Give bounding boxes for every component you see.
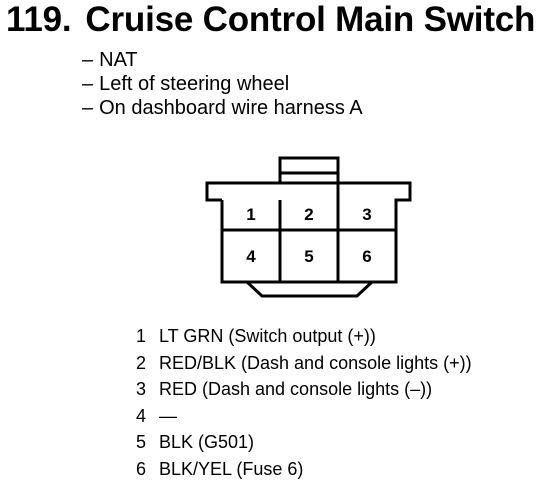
cavity-label: 2	[304, 205, 313, 224]
pin-description: —	[159, 405, 177, 426]
pin-description: LT GRN (Switch output (+))	[159, 326, 376, 346]
cavity-label: 4	[246, 247, 256, 266]
pin-row: 6 BLK/YEL (Fuse 6)	[136, 456, 472, 483]
note-text: On dashboard wire harness A	[99, 97, 363, 119]
location-notes: –NAT –Left of steering wheel –On dashboa…	[82, 48, 363, 120]
component-name: Cruise Control Main Switch	[85, 0, 536, 39]
note-item: –On dashboard wire harness A	[82, 97, 363, 119]
pin-number: 3	[136, 379, 147, 399]
note-item: –Left of steering wheel	[82, 73, 290, 95]
note-item: –NAT	[82, 49, 138, 71]
connector-bottom-key	[245, 280, 374, 298]
connector-lock-tab	[278, 156, 340, 185]
pin-row: 1 LT GRN (Switch output (+))	[136, 323, 472, 350]
pin-number: 6	[136, 458, 147, 479]
pin-row: 5 BLK (G501)	[136, 429, 472, 456]
pin-number: 1	[136, 326, 147, 346]
pin-number: 5	[136, 432, 147, 452]
note-text: NAT	[99, 49, 138, 71]
section-number: 119.	[6, 0, 72, 39]
pin-number: 2	[136, 352, 147, 373]
pin-assignment-list: 1 LT GRN (Switch output (+)) 2 RED/BLK (Da…	[136, 323, 472, 482]
note-text: Left of steering wheel	[99, 73, 290, 95]
cavity-label: 6	[362, 247, 371, 266]
cavity-label: 3	[362, 205, 371, 224]
connector-housing-outline	[205, 181, 412, 284]
pin-description: BLK/YEL (Fuse 6)	[159, 458, 304, 479]
pin-description: RED (Dash and console lights (–))	[159, 379, 433, 399]
pin-description: BLK (G501)	[159, 432, 255, 452]
pin-number: 4	[136, 405, 147, 426]
cavity-label: 1	[246, 205, 255, 224]
pin-description: RED/BLK (Dash and console lights (+))	[159, 352, 472, 373]
cavity-label: 5	[304, 247, 313, 266]
pin-row: 3 RED (Dash and console lights (–))	[136, 376, 472, 403]
pin-row: 2 RED/BLK (Dash and console lights (+))	[136, 350, 472, 377]
page-title: 119. Cruise Control Main Switch	[6, 0, 535, 40]
pin-row: 4—	[136, 403, 472, 430]
